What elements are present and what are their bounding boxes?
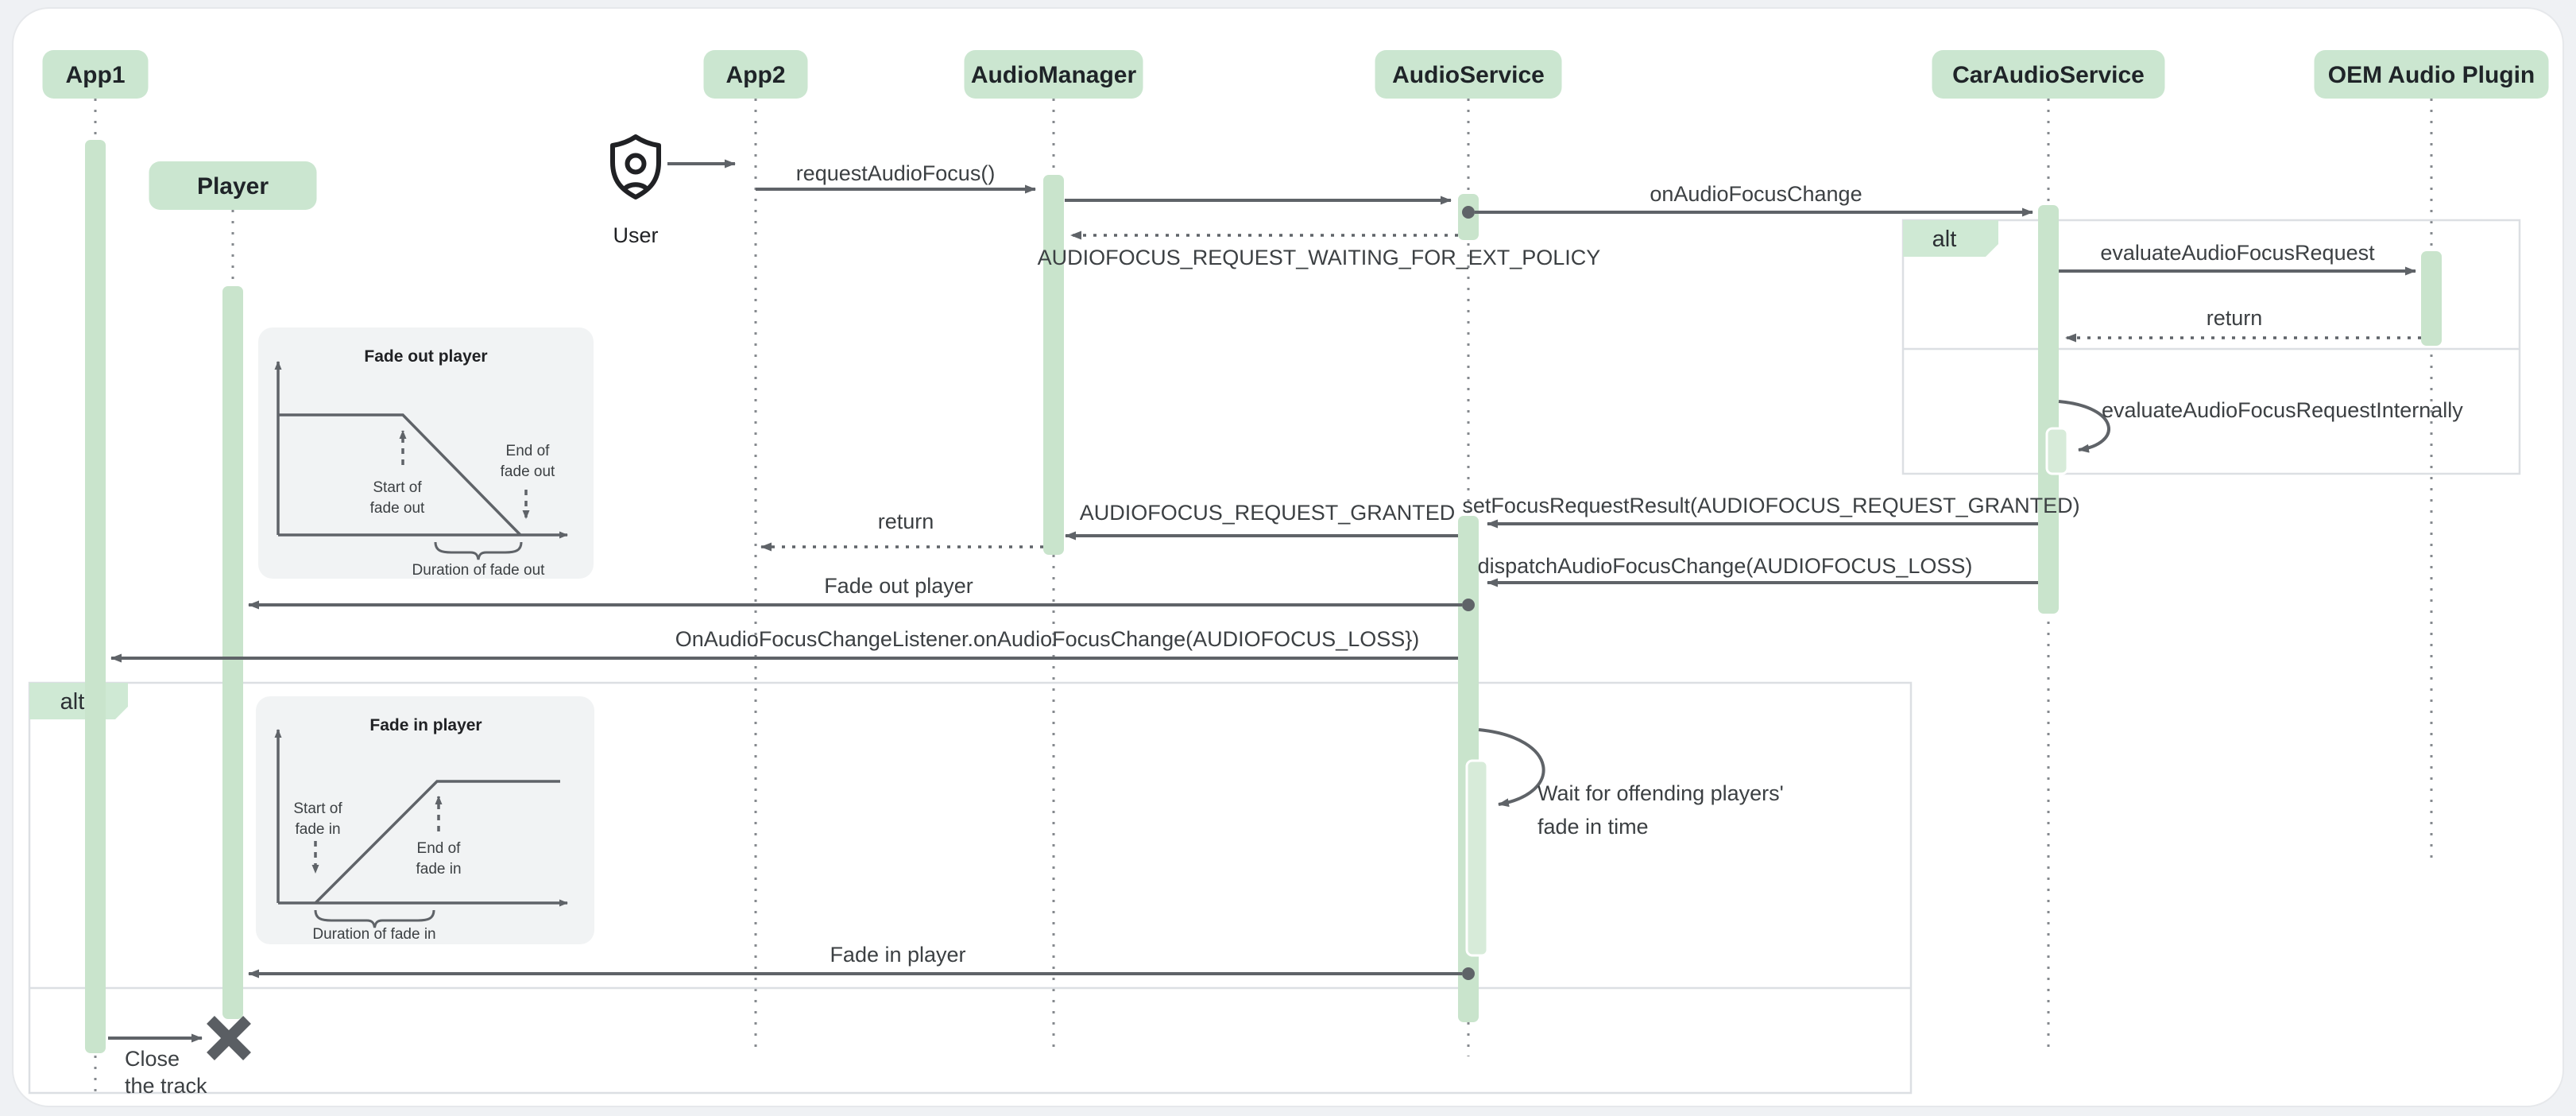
duration-label: Duration of fade in [312, 926, 435, 943]
diagram-canvas [12, 7, 2564, 1107]
participant-label: AudioService [1392, 62, 1545, 88]
message-source-dot [1462, 206, 1475, 219]
inset-title: Fade out player [364, 347, 487, 366]
nested-activation-bar [1465, 759, 1489, 957]
duration-brace [314, 909, 435, 928]
self-call-arrow [1478, 728, 1545, 808]
participant-label: AudioManager [971, 62, 1137, 88]
message-label: Fade out player [824, 574, 973, 598]
user-label: User [613, 223, 658, 247]
user-shield-icon [610, 134, 661, 200]
message-label: AUDIOFOCUS_REQUEST_WAITING_FOR_EXT_POLIC… [1038, 246, 1601, 269]
participant-box [1932, 50, 2165, 99]
user-head-icon [625, 153, 647, 175]
inset-annotation-label: fade out [501, 463, 555, 480]
user-shoulders-icon [621, 182, 650, 192]
destroy-x-icon [207, 1016, 251, 1060]
message-label: setFocusRequestResult(AUDIOFOCUS_REQUEST… [1462, 494, 2079, 517]
participant-box [149, 161, 317, 210]
message-label: return [878, 510, 934, 533]
close-track-label: the track [125, 1074, 207, 1098]
participant-label: OEM Audio Plugin [2328, 62, 2535, 88]
message-source-dot [1462, 967, 1475, 980]
message-label: OnAudioFocusChangeListener.onAudioFocusC… [675, 627, 1420, 651]
close-track-label: Close [125, 1047, 180, 1071]
message-label: return [2207, 306, 2263, 330]
activation-bar [222, 286, 243, 1019]
alt-tab-label: alt [60, 689, 85, 715]
participant-box [703, 50, 808, 99]
participant-box [42, 50, 149, 99]
duration-label: Duration of fade out [412, 562, 546, 579]
alt-fragment [1901, 219, 2521, 475]
activation-bar [85, 140, 106, 1053]
nested-activation-bar [2045, 427, 2069, 475]
participant-box [964, 50, 1143, 99]
participant-label: App2 [726, 62, 786, 88]
message-label: Fade in player [830, 943, 965, 967]
self-call-label: fade in time [1537, 815, 1649, 839]
message-label: onAudioFocusChange [1650, 182, 1862, 206]
self-call-label: evaluateAudioFocusRequestInternally [2102, 398, 2463, 422]
duration-brace [434, 541, 523, 560]
message-source-dot [1462, 599, 1475, 611]
alt-tab [1903, 220, 1998, 257]
message-label: evaluateAudioFocusRequest [2100, 241, 2375, 265]
message-label: dispatchAudioFocusChange(AUDIOFOCUS_LOSS… [1478, 554, 1973, 578]
inset-title: Fade in player [369, 716, 482, 734]
inset-annotation-label: Start of [293, 800, 342, 817]
fade-curve [278, 413, 522, 537]
inset-annotation-label: fade in [416, 861, 461, 878]
fade-curve [314, 780, 560, 905]
alt-tab-label: alt [1932, 227, 1957, 252]
inset-annotation-label: End of [417, 840, 462, 857]
participant-label: Player [197, 173, 269, 200]
participant-box [2314, 50, 2549, 99]
inset-annotation-label: fade out [370, 500, 425, 517]
message-label: requestAudioFocus() [796, 161, 996, 185]
inset-annotation-label: End of [506, 443, 551, 459]
participant-label: CarAudioService [1952, 62, 2145, 88]
inset-background [258, 327, 594, 579]
inset-annotation-label: Start of [373, 479, 422, 496]
participant-label: App1 [66, 62, 126, 88]
inset-annotation-label: fade in [295, 821, 340, 838]
alt-fragment [28, 681, 1913, 1095]
self-call-label: Wait for offending players' [1537, 781, 1784, 805]
message-label: AUDIOFOCUS_REQUEST_GRANTED [1080, 501, 1456, 525]
self-call-arrow [2058, 400, 2110, 453]
activation-bar [2421, 251, 2442, 346]
participant-box [1375, 50, 1562, 99]
inset-background [256, 696, 594, 944]
activation-bar [1043, 175, 1064, 555]
activation-bar [2038, 205, 2059, 614]
